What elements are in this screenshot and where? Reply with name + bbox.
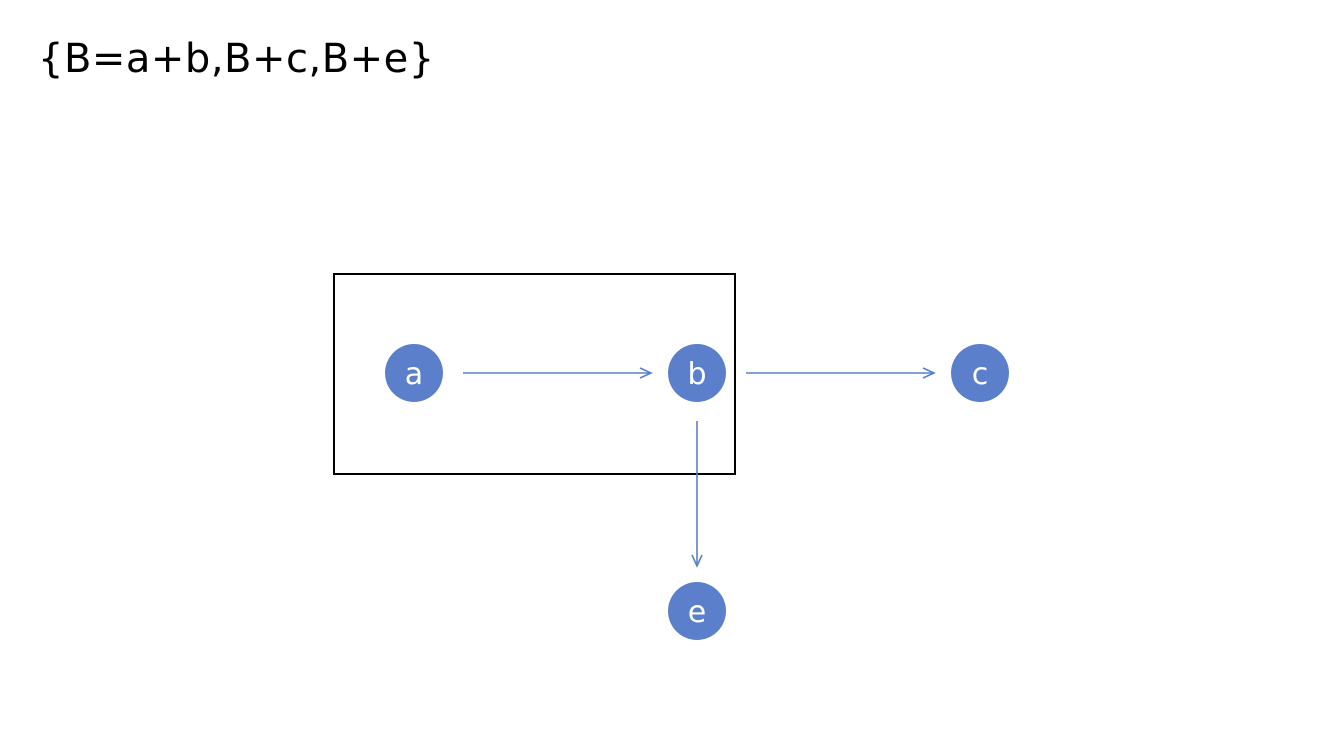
node-a: a — [385, 344, 443, 402]
node-e: e — [668, 582, 726, 640]
node-c: c — [951, 344, 1009, 402]
node-e-label: e — [688, 595, 706, 630]
node-b-label: b — [687, 357, 706, 392]
node-b: b — [668, 344, 726, 402]
formula-text: {B=a+b,B+c,B+e} — [38, 36, 435, 82]
node-a-label: a — [405, 357, 423, 392]
node-c-label: c — [972, 357, 989, 392]
group-box — [333, 273, 736, 475]
